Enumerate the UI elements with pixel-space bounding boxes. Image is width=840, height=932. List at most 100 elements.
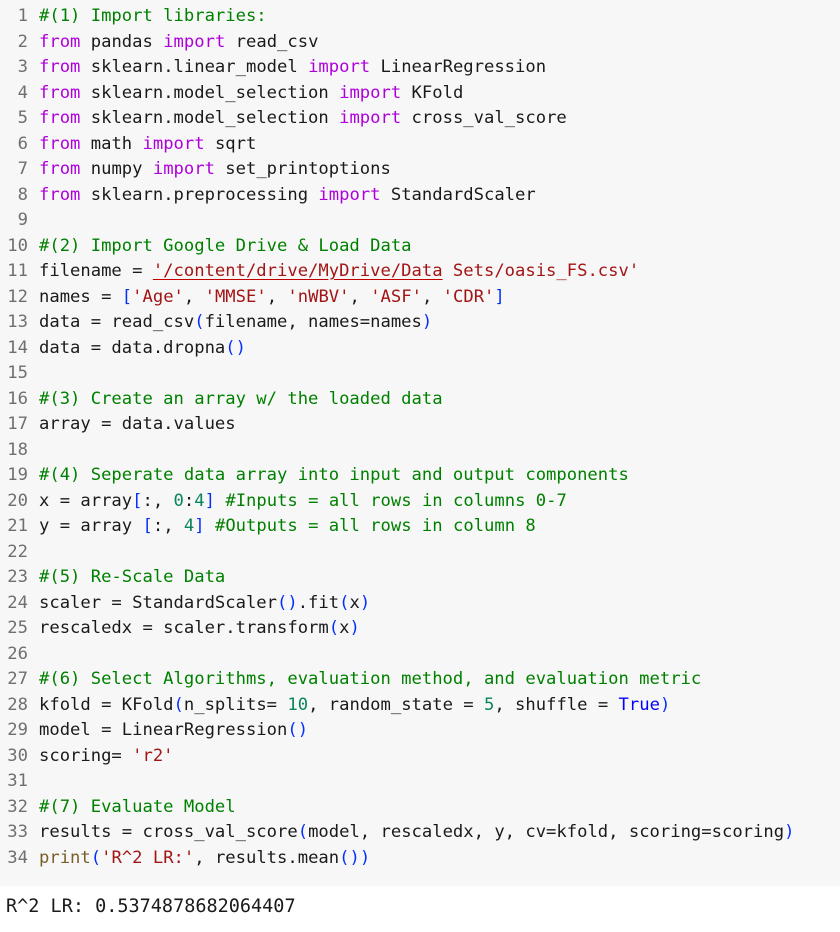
code-token: , — [183, 286, 205, 307]
code-token: from — [39, 184, 81, 205]
line-number: 20 — [7, 490, 28, 511]
line-number: 5 — [17, 108, 28, 128]
line-number: 30 — [7, 745, 28, 766]
code-token: , shuffle = — [494, 694, 619, 715]
code-token: #Inputs = all rows in columns 0-7 — [225, 490, 567, 511]
line-number: 33 — [7, 822, 28, 842]
code-token: , — [349, 286, 371, 307]
code-token: from — [39, 133, 81, 154]
code-token: rescaledx = scaler.transform — [39, 618, 329, 638]
code-line[interactable]: 1#(1) Import libraries: — [0, 4, 840, 30]
code-line[interactable]: 15 — [0, 361, 840, 387]
code-token: model, rescaledx, y, cv=kfold, scoring=s… — [308, 822, 785, 842]
code-token: ] — [494, 286, 505, 307]
code-token: #Outputs = all rows in column 8 — [214, 516, 536, 536]
code-token: print — [39, 847, 91, 868]
code-token: #(6) Select Algorithms, evaluation metho… — [39, 669, 702, 689]
code-token: sklearn.preprocessing — [80, 184, 319, 205]
line-number: 14 — [7, 337, 28, 358]
code-line[interactable]: 9 — [0, 208, 840, 234]
line-number: 11 — [7, 261, 28, 281]
code-line[interactable]: 26 — [0, 642, 840, 668]
code-token: from — [39, 31, 81, 52]
code-token: 'CDR' — [442, 286, 495, 307]
line-number: 32 — [7, 796, 28, 817]
code-line[interactable]: 19 #(4) Seperate data array into input an… — [0, 463, 840, 489]
code-token: cross_val_score — [401, 108, 567, 128]
code-line[interactable]: 16#(3) Create an array w/ the loaded dat… — [0, 387, 840, 413]
line-number: 15 — [7, 363, 28, 383]
code-token: from — [39, 159, 81, 179]
code-line[interactable]: 22 — [0, 540, 840, 566]
code-token: ] — [204, 490, 215, 511]
code-token: , results.mean — [194, 847, 340, 868]
code-token: ) — [784, 822, 795, 842]
code-token: import — [308, 57, 371, 77]
code-token: sqrt — [204, 133, 257, 154]
code-token: Sets/oasis_FS.csv' — [442, 261, 640, 281]
code-token: ()) — [339, 847, 371, 868]
code-line[interactable]: 23#(5) Re-Scale Data — [0, 565, 840, 591]
code-token: y = array — [39, 516, 143, 536]
code-token: LinearRegression — [370, 57, 547, 77]
code-line[interactable]: 32 #(7) Evaluate Model — [0, 795, 840, 821]
line-number: 19 — [7, 465, 28, 485]
code-line[interactable]: 18 — [0, 438, 840, 464]
code-token: 'MMSE' — [204, 286, 267, 307]
line-number: 23 — [7, 567, 28, 587]
code-token: filename, names=names — [204, 312, 422, 332]
code-token: ] — [194, 516, 205, 536]
code-line[interactable]: 31 — [0, 769, 840, 795]
code-token: import — [152, 159, 215, 179]
code-token: results = cross_val_score — [39, 822, 298, 842]
code-token: 'Age' — [132, 286, 184, 307]
code-token: n_splits= — [183, 694, 288, 715]
code-line[interactable]: 27#(6) Select Algorithms, evaluation met… — [0, 667, 840, 693]
code-token: #(7) Evaluate Model — [39, 796, 236, 817]
line-number: 10 — [7, 235, 28, 256]
line-number: 16 — [7, 388, 28, 409]
code-token: :, — [152, 516, 184, 536]
code-token: , random_state = — [308, 694, 484, 715]
code-token: [ — [121, 286, 133, 307]
line-number: 34 — [7, 847, 28, 868]
code-token: import — [339, 108, 402, 128]
code-token: 'ASF' — [370, 286, 422, 307]
line-number: 26 — [7, 643, 28, 664]
code-token: ) — [659, 694, 671, 715]
code-token: set_printoptions — [214, 159, 391, 179]
code-line[interactable]: 10 #(2) Import Google Drive & Load Data — [0, 234, 840, 260]
code-token: math — [80, 133, 143, 154]
code-token: 0 — [173, 490, 184, 511]
line-number: 17 — [7, 414, 28, 434]
code-line[interactable]: 33 results = cross_val_score(model, resca… — [0, 820, 840, 846]
code-token: 5 — [484, 694, 495, 715]
code-token: ( — [297, 822, 309, 842]
code-token: StandardScaler — [380, 184, 536, 205]
code-token: #(2) Import Google Drive & Load Data — [39, 235, 412, 256]
code-token: x — [349, 592, 360, 613]
code-token: import — [142, 133, 205, 154]
code-token: #(4) Seperate data array into input and … — [39, 465, 629, 485]
